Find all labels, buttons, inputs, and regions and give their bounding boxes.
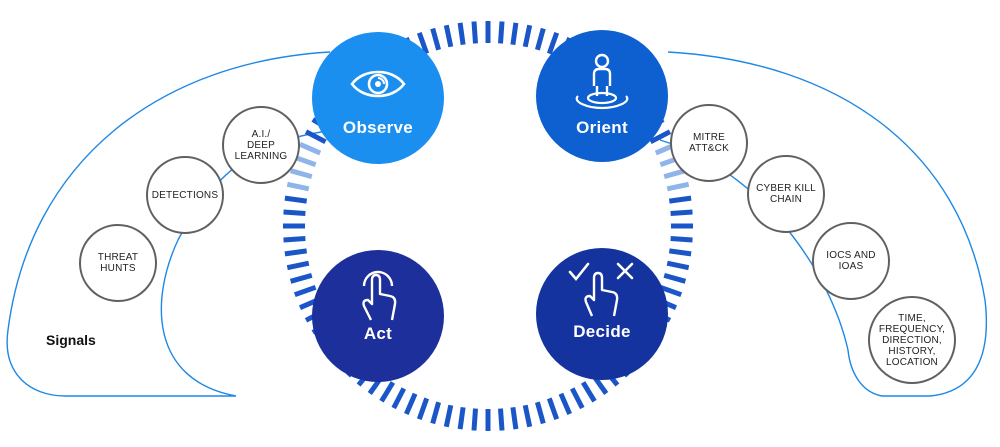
- phase-observe: Observe: [312, 32, 444, 164]
- ring-tick: [289, 272, 313, 284]
- ring-tick: [546, 397, 560, 421]
- context-cyber-kill-chain-label: CYBER KILL CHAIN: [756, 183, 816, 205]
- context-mitre-attack: MITRE ATT&CK: [670, 104, 748, 182]
- ring-tick: [293, 284, 317, 298]
- ring-tick: [284, 248, 308, 257]
- signal-threat-hunts-label: THREAT HUNTS: [97, 252, 139, 274]
- ring-tick: [522, 24, 533, 48]
- ring-tick: [457, 22, 466, 46]
- ring-tick: [569, 387, 585, 410]
- ring-tick: [659, 284, 683, 298]
- ring-tick: [546, 31, 560, 55]
- context-iocs-ioas-label: IOCS AND IOAS: [826, 250, 876, 272]
- ring-tick: [430, 401, 442, 425]
- context-iocs-ioas: IOCS AND IOAS: [812, 222, 890, 300]
- context-time-frequency: TIME, FREQUENCY, DIRECTION, HISTORY, LOC…: [868, 296, 956, 384]
- phase-orient: Orient: [536, 30, 668, 162]
- signal-ai-deep-learning-label: A.I./ DEEP LEARNING: [234, 128, 288, 162]
- ring-tick: [663, 272, 687, 284]
- signal-detections: DETECTIONS: [146, 156, 224, 234]
- phase-act: Act: [312, 250, 444, 382]
- phase-act-label: Act: [363, 324, 393, 343]
- ring-tick: [471, 21, 478, 44]
- ring-tick: [289, 168, 313, 180]
- ring-tick: [286, 260, 310, 271]
- hand-check-x-icon: [568, 262, 634, 317]
- ring-tick: [498, 21, 505, 44]
- ring-tick: [416, 397, 430, 421]
- ring-tick: [649, 129, 672, 145]
- signal-ai-deep-learning: A.I./ DEEP LEARNING: [222, 106, 300, 184]
- phase-observe-label: Observe: [342, 118, 414, 137]
- phase-orient-label: Orient: [576, 118, 628, 137]
- ring-tick: [522, 404, 533, 428]
- ring-tick: [283, 236, 306, 243]
- signals-label: Signals: [46, 332, 96, 348]
- phase-decide: Decide: [536, 248, 668, 380]
- ring-tick: [668, 195, 692, 204]
- ring-tick: [284, 195, 308, 204]
- phase-decide-label: Decide: [573, 322, 631, 341]
- ring-tick: [443, 404, 454, 428]
- ring-tick: [670, 209, 693, 216]
- signal-detections-label: DETECTIONS: [151, 189, 219, 201]
- ring-tick: [391, 387, 407, 410]
- context-cyber-kill-chain: CYBER KILL CHAIN: [747, 155, 825, 233]
- ring-tick: [558, 392, 572, 415]
- hand-tap-icon: [362, 270, 397, 321]
- right-signals-band: [659, 51, 987, 397]
- ring-tick: [430, 27, 442, 51]
- ring-tick: [443, 24, 454, 48]
- ring-tick: [666, 260, 690, 271]
- signal-threat-hunts: THREAT HUNTS: [79, 224, 157, 302]
- ring-tick: [286, 181, 310, 192]
- ring-tick: [404, 392, 418, 415]
- ring-tick: [510, 406, 519, 430]
- ring-tick: [457, 406, 466, 430]
- ring-tick: [666, 181, 690, 192]
- ring-tick: [379, 381, 396, 403]
- ring-tick: [510, 22, 519, 46]
- ring-tick: [668, 248, 692, 257]
- ring-tick: [580, 381, 597, 403]
- ring-tick: [416, 31, 430, 55]
- ring-tick: [304, 129, 327, 145]
- context-mitre-attack-label: MITRE ATT&CK: [689, 132, 729, 154]
- ring-tick: [534, 401, 546, 425]
- ring-tick: [498, 408, 505, 431]
- ring-tick: [283, 209, 306, 216]
- ring-tick: [534, 27, 546, 51]
- context-time-frequency-label: TIME, FREQUENCY, DIRECTION, HISTORY, LOC…: [878, 312, 946, 368]
- ring-tick: [293, 154, 317, 168]
- ring-tick: [670, 236, 693, 243]
- ring-tick: [299, 142, 322, 156]
- ring-tick: [471, 408, 478, 431]
- person-target-icon: [575, 53, 629, 110]
- eye-icon: [350, 70, 406, 98]
